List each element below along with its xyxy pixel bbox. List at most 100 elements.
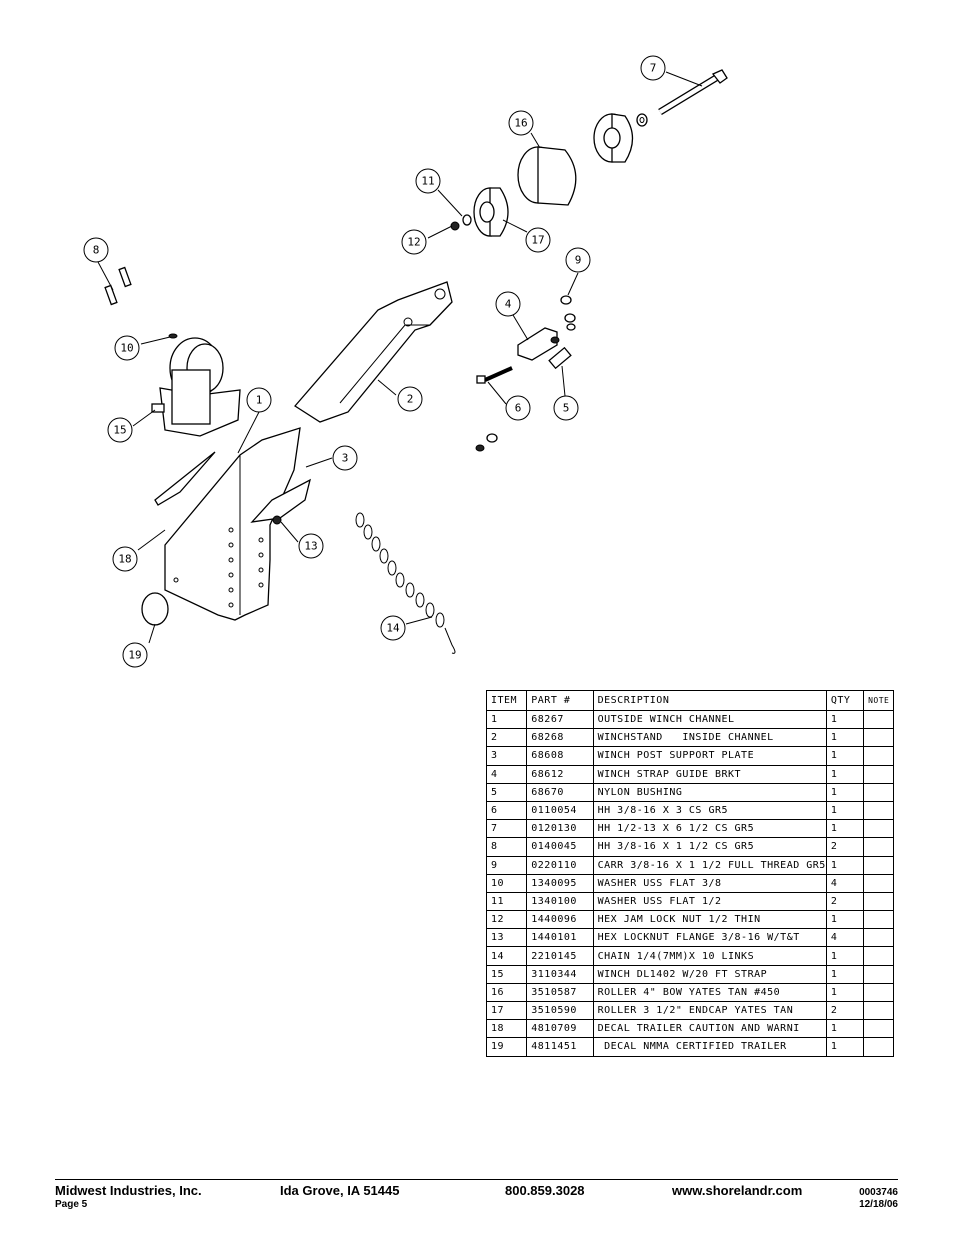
- cell-item: 11: [485, 891, 528, 912]
- cell-qty: 1: [825, 709, 865, 730]
- cell-part-number: 0120130: [526, 819, 594, 839]
- cell-item: 2: [485, 728, 528, 748]
- footer-phone: 800.859.3028: [505, 1183, 585, 1198]
- callout-9: 9: [565, 247, 591, 273]
- cell-note: [863, 746, 894, 766]
- cell-part-number: 68670: [526, 782, 594, 802]
- header-note: NOTE: [863, 690, 894, 711]
- callout-15: 15: [107, 417, 133, 443]
- svg-text:14: 14: [386, 622, 400, 635]
- svg-text:18: 18: [118, 553, 131, 566]
- cell-item: 8: [485, 837, 528, 857]
- table-header-row: ITEM PART # DESCRIPTION QTY NOTE: [485, 690, 894, 711]
- cell-note: [863, 910, 894, 930]
- nmma-decal-part: [141, 592, 169, 626]
- cell-qty: 1: [825, 746, 865, 766]
- cell-note: [863, 709, 894, 730]
- cell-description: WASHER USS FLAT 3/8: [592, 873, 827, 893]
- callout-17: 17: [525, 227, 551, 253]
- callout-11: 11: [415, 168, 441, 194]
- cell-note: [863, 891, 894, 912]
- cell-note: [863, 1000, 894, 1021]
- callout-1: 1: [246, 387, 272, 413]
- svg-text:10: 10: [120, 342, 133, 355]
- inside-channel-part: [294, 281, 453, 423]
- cell-item: 18: [485, 1019, 528, 1039]
- header-item: ITEM: [485, 690, 528, 711]
- cell-note: [863, 1019, 894, 1039]
- callout-4: 4: [495, 291, 521, 317]
- cell-note: [863, 728, 894, 748]
- cell-part-number: 3110344: [526, 964, 594, 984]
- svg-text:8: 8: [93, 244, 100, 257]
- header-description: DESCRIPTION: [592, 690, 827, 711]
- callout-14: 14: [380, 615, 406, 641]
- cell-qty: 1: [825, 764, 865, 784]
- cell-description: HH 1/2-13 X 6 1/2 CS GR5: [592, 819, 827, 839]
- header-qty: QTY: [825, 690, 865, 711]
- cell-description: CHAIN 1/4(7MM)X 10 LINKS: [592, 946, 827, 966]
- footer-date: 12/18/06: [859, 1199, 898, 1210]
- small-bolts-part: [104, 266, 132, 306]
- cell-item: 19: [485, 1037, 528, 1057]
- cell-item: 5: [485, 782, 528, 802]
- callout-12: 12: [401, 229, 427, 255]
- cell-part-number: 4810709: [526, 1019, 594, 1039]
- cell-part-number: 68608: [526, 746, 594, 766]
- svg-text:3: 3: [342, 452, 349, 465]
- bow-roller-part: [517, 113, 634, 206]
- cell-part-number: 4811451: [526, 1037, 594, 1057]
- cell-description: DECAL NMMA CERTIFIED TRAILER: [592, 1037, 827, 1057]
- cell-part-number: 1340095: [526, 873, 594, 893]
- cell-qty: 2: [825, 837, 865, 857]
- cell-note: [863, 800, 894, 821]
- svg-text:7: 7: [650, 62, 657, 75]
- cell-qty: 4: [825, 873, 865, 893]
- cell-item: 14: [485, 946, 528, 966]
- cell-qty: 1: [825, 800, 865, 821]
- cell-qty: 1: [825, 910, 865, 930]
- svg-text:1: 1: [256, 394, 263, 407]
- cell-note: [863, 1037, 894, 1057]
- cell-description: HEX LOCKNUT FLANGE 3/8-16 W/T&T: [592, 928, 827, 948]
- cell-qty: 2: [825, 891, 865, 912]
- cell-item: 1: [485, 709, 528, 730]
- bolt-part: [636, 69, 728, 127]
- cell-part-number: 3510587: [526, 982, 594, 1003]
- header-part-number: PART #: [526, 690, 594, 711]
- cell-item: 7: [485, 819, 528, 839]
- cell-item: 3: [485, 746, 528, 766]
- nylon-bushing-part: [548, 346, 572, 370]
- cell-note: [863, 873, 894, 893]
- cell-description: WINCH STRAP GUIDE BRKT: [592, 764, 827, 784]
- cell-note: [863, 764, 894, 784]
- cell-item: 9: [485, 855, 528, 875]
- cell-description: HH 3/8-16 X 1 1/2 CS GR5: [592, 837, 827, 857]
- cell-qty: 1: [825, 728, 865, 748]
- footer-address: Ida Grove, IA 51445: [280, 1183, 400, 1198]
- footer-doc-number: 0003746: [859, 1187, 898, 1198]
- svg-text:6: 6: [515, 402, 522, 415]
- cell-note: [863, 946, 894, 966]
- callout-2: 2: [397, 386, 423, 412]
- cell-qty: 1: [825, 855, 865, 875]
- hex-bolt-part: [475, 366, 513, 452]
- cell-qty: 1: [825, 1037, 865, 1057]
- cell-item: 16: [485, 982, 528, 1003]
- cell-description: HEX JAM LOCK NUT 1/2 THIN: [592, 910, 827, 930]
- svg-text:2: 2: [407, 393, 414, 406]
- cell-description: CARR 3/8-16 X 1 1/2 FULL THREAD GR5: [592, 855, 827, 875]
- cell-description: ROLLER 4" BOW YATES TAN #450: [592, 982, 827, 1003]
- washer-part: [168, 333, 178, 339]
